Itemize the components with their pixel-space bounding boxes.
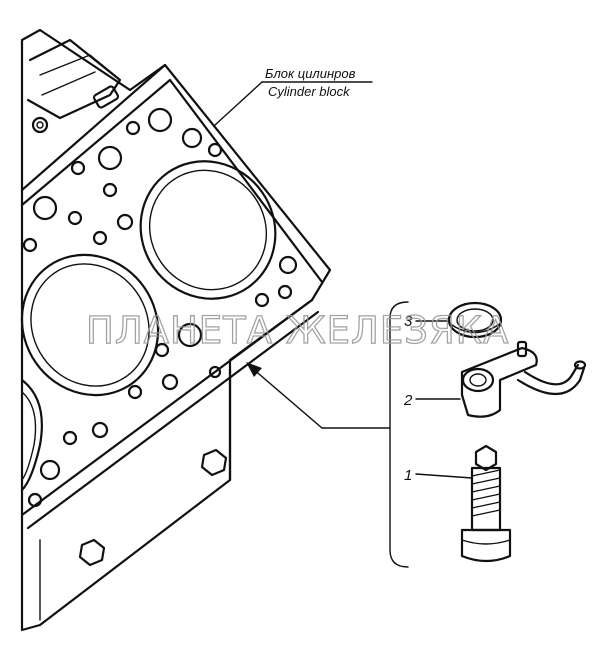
side-bolt-heads [78,448,228,567]
callout-leader-1 [415,473,473,479]
block-label-ru: Блок цилинров [265,66,356,81]
block-label-en: Cylinder block [268,84,351,99]
cylinder-bore-1 [139,160,277,300]
cylinder-bore-2 [20,253,160,397]
callout-number-3: 3 [404,313,413,330]
deck-holes [22,107,298,508]
cylinder-bore-3 [20,378,43,492]
bolt [460,444,512,563]
o-ring [447,301,503,339]
callout-number-2: 2 [403,392,413,409]
cylinder-block [20,28,332,632]
oil-nozzle [460,340,587,418]
callout-number-1: 1 [404,467,412,484]
watermark: ПЛАНЕТА ЖЕЛЕЗЯКА [86,309,509,352]
block-label-leader [214,81,263,126]
assembly-bracket [246,301,409,568]
arrow-head-icon [246,362,262,377]
